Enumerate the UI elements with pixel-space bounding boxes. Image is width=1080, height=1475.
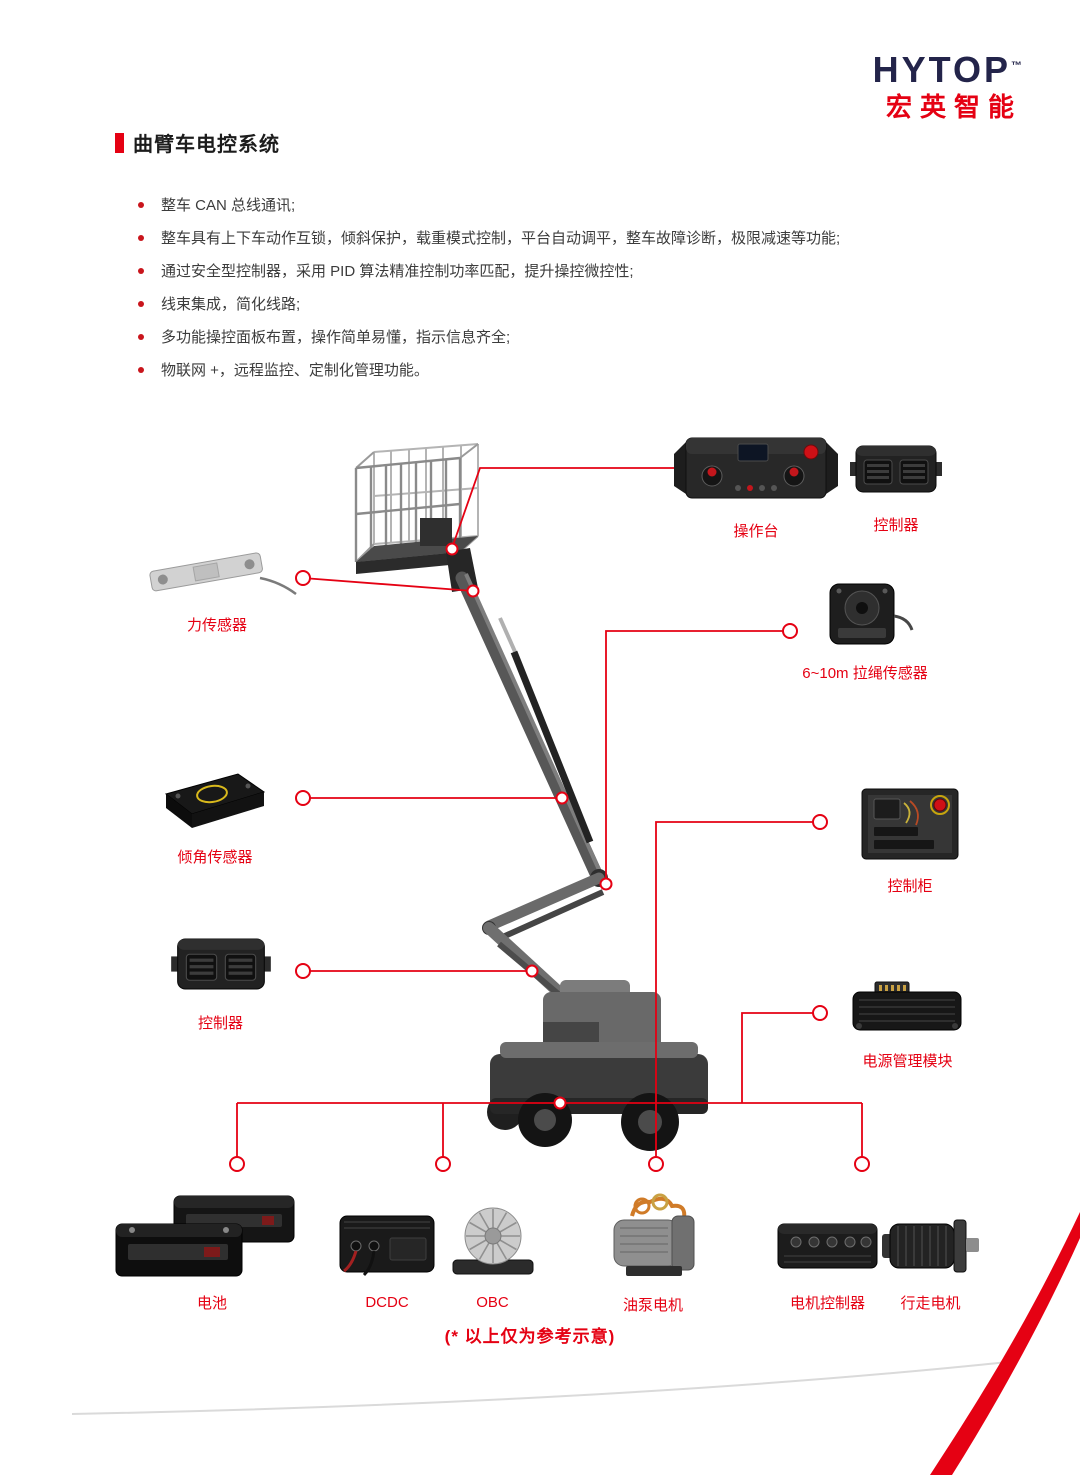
component-pump-motor: 油泵电机 — [598, 1190, 708, 1315]
component-controller-left: 控制器 — [158, 928, 283, 1033]
component-control-cabinet: 控制柜 — [850, 785, 970, 896]
boom-lift-illustration — [354, 443, 708, 1151]
brand-subtitle: 宏英智能 — [885, 91, 1022, 122]
component-motor-controller: 电机控制器 — [770, 1208, 885, 1313]
controller-label: 控制器 — [873, 517, 919, 534]
rope-sensor-image — [790, 580, 940, 650]
component-rope-sensor: 6~10m 拉绳传感器 — [780, 580, 950, 683]
component-console: 操作台 — [672, 430, 840, 541]
motor-controller-label: 电机控制器 — [789, 1295, 865, 1312]
section-marker — [115, 132, 124, 153]
obc-label: OBC — [476, 1294, 509, 1311]
power-module-label: 电源管理模块 — [862, 1053, 953, 1070]
reference-note: (* 以上仅为参考示意) — [444, 1327, 616, 1346]
bullet-icon — [138, 333, 144, 340]
bullet-icon — [138, 366, 144, 373]
controller-label: 控制器 — [197, 1015, 243, 1032]
component-dcdc: DCDC — [332, 1200, 442, 1311]
component-obc: OBC — [445, 1200, 540, 1311]
page-title: 曲臂车电控系统 — [133, 134, 280, 156]
battery-image — [112, 1192, 312, 1280]
callout-nodes — [229, 460, 870, 1172]
bullet-icon — [138, 267, 144, 274]
component-controller-top: 控制器 — [848, 436, 944, 535]
tilt-sensor-label: 倾角传感器 — [177, 849, 253, 866]
feature-list: 整车 CAN 总线通讯; 整车具有上下车动作互锁，倾斜保护，载重模式控制，平台自… — [138, 194, 840, 392]
list-item: 多功能操控面板布置，操作简单易懂，指示信息齐全; — [138, 326, 840, 347]
obc-image — [445, 1200, 540, 1282]
component-force-sensor: 力传感器 — [132, 532, 302, 635]
controller-image — [848, 436, 944, 502]
dcdc-label: DCDC — [365, 1294, 409, 1311]
bullet-icon — [138, 300, 144, 307]
brand-logo: HYTOP™ 宏英智能 — [873, 50, 1022, 121]
force-sensor-label: 力传感器 — [186, 617, 247, 634]
motor-controller-image — [770, 1208, 885, 1280]
list-item: 整车 CAN 总线通讯; — [138, 194, 840, 215]
component-battery: 电池 — [112, 1192, 312, 1313]
battery-label: 电池 — [196, 1295, 227, 1312]
list-item: 线束集成，简化线路; — [138, 293, 840, 314]
rope-sensor-label: 6~10m 拉绳传感器 — [802, 665, 928, 682]
section-header: 曲臂车电控系统 — [115, 128, 280, 157]
bullet-icon — [138, 201, 144, 208]
control-cabinet-image — [850, 785, 970, 863]
callout-connectors — [236, 467, 863, 1164]
travel-motor-image — [878, 1208, 983, 1280]
console-image — [672, 430, 840, 508]
list-item: 通过安全型控制器，采用 PID 算法精准控制功率匹配，提升操控微控性; — [138, 260, 840, 281]
brand-wordmark: HYTOP™ — [873, 50, 1022, 90]
controller-image — [169, 928, 273, 1000]
brand-tm: ™ — [1011, 60, 1022, 72]
travel-motor-label: 行走电机 — [900, 1295, 961, 1312]
control-cabinet-label: 控制柜 — [887, 878, 933, 895]
component-travel-motor: 行走电机 — [878, 1208, 983, 1313]
pump-motor-image — [598, 1190, 708, 1282]
list-item: 物联网 +，远程监控、定制化管理功能。 — [138, 359, 840, 380]
component-power-module: 电源管理模块 — [845, 980, 970, 1071]
bullet-icon — [138, 234, 144, 241]
dcdc-image — [332, 1200, 442, 1282]
tilt-sensor-image — [150, 762, 280, 834]
force-sensor-image — [132, 532, 302, 602]
power-module-image — [845, 980, 970, 1038]
list-item: 整车具有上下车动作互锁，倾斜保护，载重模式控制，平台自动调平，整车故障诊断，极限… — [138, 227, 840, 248]
pump-motor-label: 油泵电机 — [622, 1297, 683, 1314]
component-tilt-sensor: 倾角传感器 — [150, 762, 280, 867]
brand-name: HYTOP — [872, 49, 1011, 90]
console-label: 操作台 — [733, 523, 779, 540]
